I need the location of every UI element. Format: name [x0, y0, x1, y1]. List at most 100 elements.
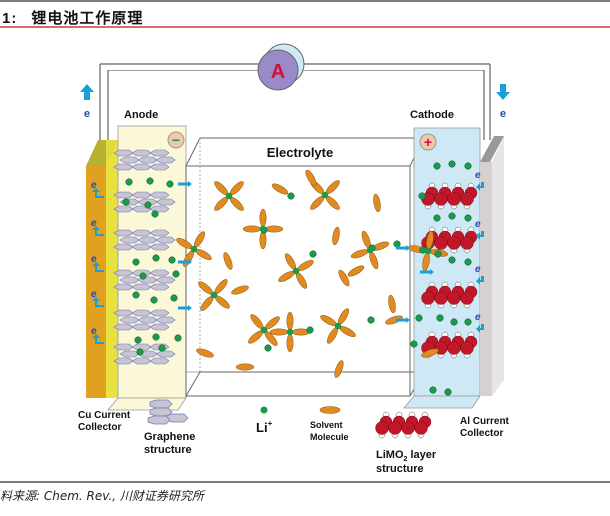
graphene-hex: [155, 198, 176, 206]
figure-title-text: 锂电池工作原理: [31, 9, 144, 27]
li-ion: [152, 333, 160, 341]
legend-limo2-sub: 2: [404, 456, 408, 463]
graphene-hex: [149, 269, 170, 277]
graphene-hex: [155, 316, 176, 324]
legend-li-sup: +: [268, 419, 273, 428]
ammeter-icon: A: [257, 43, 305, 91]
li-ion: [433, 214, 441, 222]
solvent-molecule: [235, 363, 255, 371]
solvent-molecule: [373, 193, 381, 213]
legend-graphene-line2: structure: [144, 444, 192, 456]
electron-label: e: [475, 264, 481, 275]
oxygen-atom: [460, 236, 474, 250]
li-ion-solvated: [286, 328, 294, 336]
anode-label: Anode: [124, 109, 158, 121]
li-ion: [172, 270, 180, 278]
oxygen-atom: [421, 291, 435, 305]
li-ion: [418, 192, 426, 200]
legend-li-icon: [260, 406, 268, 414]
graphene-hex: [149, 191, 170, 199]
electron-arrow-icon: [476, 182, 484, 191]
graphene-layers: [113, 149, 176, 365]
electron-label-left: e: [84, 108, 90, 120]
electron-arrow-icon: [92, 262, 104, 272]
solvent-molecule: [231, 285, 249, 295]
top-rule: [0, 0, 610, 2]
electron-arrow-icon: [92, 188, 104, 198]
legend-cu-line1: Cu Current: [78, 410, 131, 421]
li-ion-solvated: [424, 247, 432, 255]
li-ion: [144, 201, 152, 209]
electron-label: e: [91, 254, 97, 265]
li-ion: [464, 318, 472, 326]
oxygen-atom: [460, 341, 474, 355]
legend-limo2-icon: [375, 411, 432, 439]
graphene-stack: [113, 343, 176, 365]
li-ion-solvated: [260, 326, 268, 334]
solvent-molecule: [332, 226, 340, 246]
graphene-hex: [155, 236, 176, 244]
li-ion: [170, 294, 178, 302]
electron-in-arrow-icon: e: [496, 84, 510, 120]
li-ion: [132, 258, 140, 266]
solvent-molecule: [421, 348, 439, 358]
graphene-hex: [149, 163, 170, 171]
li-ion: [448, 160, 456, 168]
li-ion: [410, 340, 418, 348]
electron-label-right: e: [500, 108, 506, 120]
oxygen-atom: [434, 236, 448, 250]
legend-cu-line2: Collector: [78, 422, 121, 433]
li-ion-solvated: [321, 191, 329, 199]
oxygen-atom: [388, 421, 402, 435]
electron-label: e: [91, 218, 97, 229]
li-ion-solvated: [334, 322, 342, 330]
electron-arrow-icon: [476, 276, 484, 285]
figure-number: 1:: [2, 10, 18, 27]
li-ion: [429, 386, 437, 394]
li-ion: [174, 334, 182, 342]
oxygen-atom: [434, 192, 448, 206]
li-ion: [309, 250, 317, 258]
li-ion: [146, 177, 154, 185]
electrolyte-label: Electrolyte: [267, 145, 333, 160]
electron-arrow-icon: [92, 334, 104, 344]
li-ion-solvated: [225, 192, 233, 200]
oxygen-atom: [447, 192, 461, 206]
legend: Cu Current Collector Graphene structure …: [78, 399, 510, 475]
oxygen-atom: [375, 421, 389, 435]
li-ion: [264, 344, 272, 352]
graphene-stack: [113, 229, 176, 251]
solvent-molecule: [223, 252, 233, 270]
oxygen-atom: [434, 291, 448, 305]
li-ion: [139, 272, 147, 280]
li-flow-arrow: [178, 259, 192, 265]
oxygen-atom: [401, 421, 415, 435]
legend-solvent-icon: [319, 406, 341, 414]
electron-label: e: [91, 180, 97, 191]
li-flow-arrow: [178, 305, 192, 311]
solvent-molecules: [176, 169, 448, 378]
solvent-molecule: [385, 315, 403, 325]
graphene-hex: [155, 156, 176, 164]
li-ion: [168, 256, 176, 264]
li-ion: [122, 198, 130, 206]
legend-li-text: Li: [256, 420, 268, 435]
graphene-stack: [113, 269, 176, 291]
graphene-hex: [155, 276, 176, 284]
oxygen-atom: [447, 291, 461, 305]
li-ion: [464, 258, 472, 266]
anode-sign: −: [172, 132, 180, 148]
cathode-panel: +: [403, 127, 481, 409]
oxygen-atom: [447, 341, 461, 355]
source-note: 料来源: Chem. Rev., 川财证券研究所: [0, 489, 204, 503]
legend-graphene-icon: [147, 399, 189, 425]
graphene-hex: [149, 149, 170, 157]
solvent-molecule: [305, 169, 317, 187]
legend-limo2-text: LiMO: [376, 449, 404, 461]
li-ion: [132, 291, 140, 299]
li-ions: [122, 160, 472, 396]
legend-graphene-line1: Graphene: [144, 431, 195, 443]
li-ion: [136, 348, 144, 356]
li-ion: [306, 326, 314, 334]
graphene-stack: [113, 309, 176, 331]
